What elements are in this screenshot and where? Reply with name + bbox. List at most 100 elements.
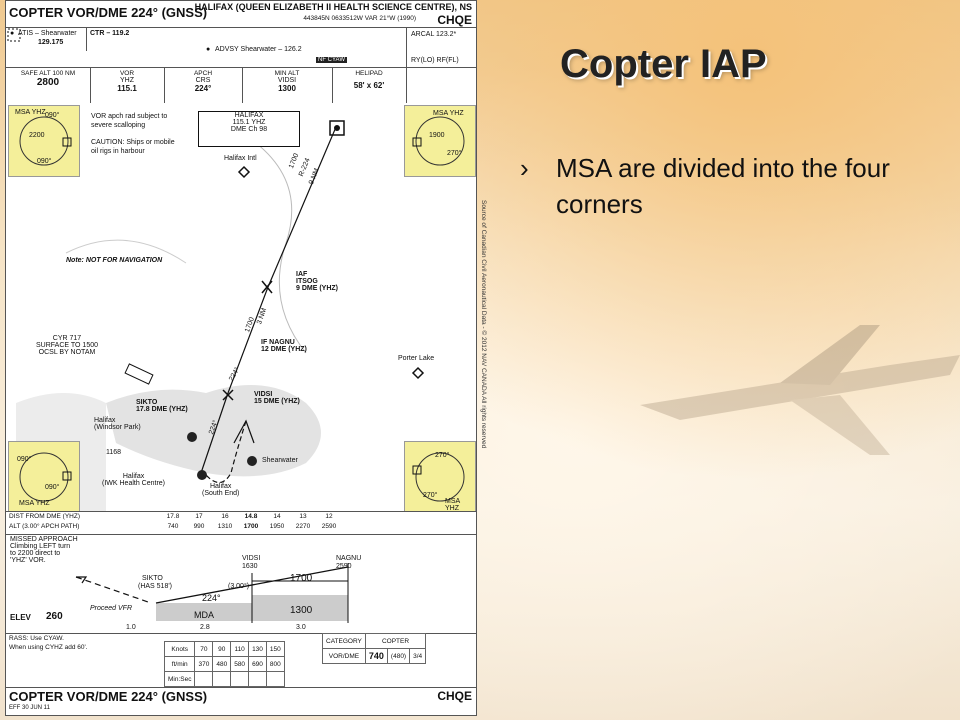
msa-bl-b1: 090° (17, 456, 32, 463)
windsor-2: (Windsor Park) (94, 424, 141, 431)
navaid-name: HALIFAX (234, 112, 264, 119)
dist-cell: 14 (273, 513, 281, 520)
msa-br-tag: MSA YHZ (445, 498, 460, 511)
missed-path (205, 420, 247, 484)
copter-label: COPTER (364, 633, 427, 649)
if-dme: 12 DME (YHZ) (261, 346, 307, 353)
apch-cell: APCH CRS 224° (164, 67, 243, 103)
source-note: Source of Canadian Civil Aeronautical Da… (477, 200, 489, 500)
chart-header: COPTER VOR/DME 224° (GNSS) HALIFAX (QUEE… (6, 1, 476, 28)
seg-3: 3.0 (296, 624, 306, 631)
min-alt-cell: MIN ALT VIDSI 1300 (242, 67, 333, 103)
dist-label: DIST FROM DME (YHZ) (9, 513, 81, 520)
vor-note-2: severe scalloping (91, 122, 146, 129)
apch-label: APCH (193, 70, 213, 77)
windsor-label: Halifax (Windsor Park) (94, 417, 141, 431)
missed-3: to 2200 direct to (10, 550, 61, 557)
missed-4: 'YHZ' VOR. (10, 557, 46, 564)
alt-label: ALT (3.00° APCH PATH) (9, 523, 80, 530)
vidsi-name: VIDSI (254, 391, 273, 398)
dist-cell: 17 (195, 513, 203, 520)
helipad-cell: HELIPAD 58' x 62' (332, 67, 407, 103)
dist-cell: 12 (325, 513, 333, 520)
vor-cell: VOR YHZ 115.1 (90, 67, 165, 103)
dist-cell: 16 (221, 513, 229, 520)
arcal: ARCAL 123.2* (411, 31, 457, 38)
navaid-dme: DME Ch 98 (230, 126, 268, 133)
alt-cell: 2590 (321, 523, 337, 530)
msa-tr-b: 270° (447, 150, 462, 157)
inbound-course-1 (267, 126, 337, 288)
vor-id: YHZ (120, 77, 134, 84)
min-alt-value: 1300 (278, 84, 296, 93)
rass-1: RASS: Use CYAW. (9, 635, 64, 642)
footer-title: COPTER VOR/DME 224° (GNSS) (9, 689, 208, 704)
iaf-title: IAF (296, 271, 308, 278)
chart-footer: COPTER VOR/DME 224° (GNSS) EFF 30 JUN 11… (6, 687, 476, 715)
prof-sikto: SIKTO (142, 575, 163, 582)
sikto-label: SIKTO 17.8 DME (YHZ) (136, 399, 188, 413)
bullet-text: MSA are divided into the four corners (556, 153, 890, 219)
prof-crs: 224° (202, 593, 221, 603)
slide-title: Copter IAP (560, 42, 767, 86)
msa-tl-b2: 090° (37, 158, 52, 165)
helipad-value: 58' x 62' (353, 81, 385, 90)
elev-value: 260 (46, 611, 63, 622)
helipad-label: HELIPAD (355, 70, 383, 77)
heliport-shearwater (247, 456, 257, 466)
msa-bl: 090° 090° MSA YHZ (8, 441, 80, 511)
caution-2: oil rigs in harbour (91, 148, 145, 155)
knots-cell: 150 (265, 641, 285, 657)
profile-drawing (75, 563, 349, 623)
spot-elev: 1168 (106, 449, 122, 456)
mda-value: 740 (364, 648, 388, 664)
profile-view: MISSED APPROACH Climbing LEFT turn to 22… (6, 533, 476, 634)
alt-cell: 1310 (217, 523, 233, 530)
prof-mda: MDA (194, 610, 214, 620)
chart-location: HALIFAX (QUEEN ELIZABETH II HEALTH SCIEN… (194, 2, 472, 12)
source-text: Source of Canadian Civil Aeronautical Da… (480, 200, 487, 449)
vidsi-label: VIDSI 15 DME (YHZ) (254, 391, 300, 405)
navaid-box: HALIFAX 115.1 YHZ DME Ch 98 (198, 111, 300, 147)
safe-alt-cell: SAFE ALT 100 NM 2800 (6, 67, 91, 103)
msa-br: 270° 270° MSA YHZ (404, 441, 476, 511)
iaf-name: ITSOG (296, 278, 318, 285)
missed-1: MISSED APPROACH (10, 536, 78, 543)
divider (406, 27, 407, 67)
divider (86, 27, 87, 51)
msa-tl-b1: 090° (45, 112, 60, 119)
dist-cell: 17.8 (166, 513, 180, 520)
minsec-label: Min:Sec (163, 671, 196, 687)
porter-lake: Porter Lake (398, 355, 435, 362)
msa-br-b1: 270° (435, 452, 450, 459)
prof-vidsi-alt: 1630 (242, 563, 258, 570)
prof-sikto-has: (HAS 518') (138, 583, 173, 590)
cyr-1: CYR 717 (52, 335, 82, 342)
airplane-watermark-icon (640, 325, 960, 455)
seg-2: 2.8 (200, 624, 210, 631)
iwk-1: Halifax (122, 473, 145, 480)
ftmin-cell: 480 (212, 656, 232, 672)
ftmin-label: ft/min (163, 656, 196, 672)
bullet-marker: › (520, 153, 529, 183)
sikto-dme: 17.8 DME (YHZ) (136, 406, 188, 413)
iaf-label: IAF ITSOG 9 DME (YHZ) (296, 271, 338, 292)
comm-box: ● ATIS – Shearwater 129.175 CTR – 119.2 … (6, 27, 476, 68)
plan-view: 2200 MSA YHZ 090° 090° 1900 MSA YHZ 270°… (6, 103, 476, 511)
lighting: RY(LO) RF(FL) (411, 57, 459, 64)
shearwater-label: Shearwater (262, 457, 298, 464)
prof-nagnu: NAGNU (336, 555, 362, 562)
atis-icon: ● (10, 30, 15, 37)
alt-cell: 1700 (243, 523, 259, 530)
final-course (200, 392, 229, 474)
prof-1300: 1300 (290, 605, 313, 616)
south-end-label: Halifax (South End) (202, 483, 239, 497)
vidsi-dme: 15 DME (YHZ) (254, 398, 300, 405)
windsor-1: Halifax (94, 417, 116, 424)
if-label: IF NAGNU 12 DME (YHZ) (261, 339, 307, 353)
rass-2: When using CYHZ add 60'. (9, 644, 88, 651)
vordme-label: VOR/DME (322, 648, 366, 664)
dist-alt-table: DIST FROM DME (YHZ) ALT (3.00° APCH PATH… (6, 511, 476, 535)
nf-badge: NF CYAW (316, 57, 347, 63)
